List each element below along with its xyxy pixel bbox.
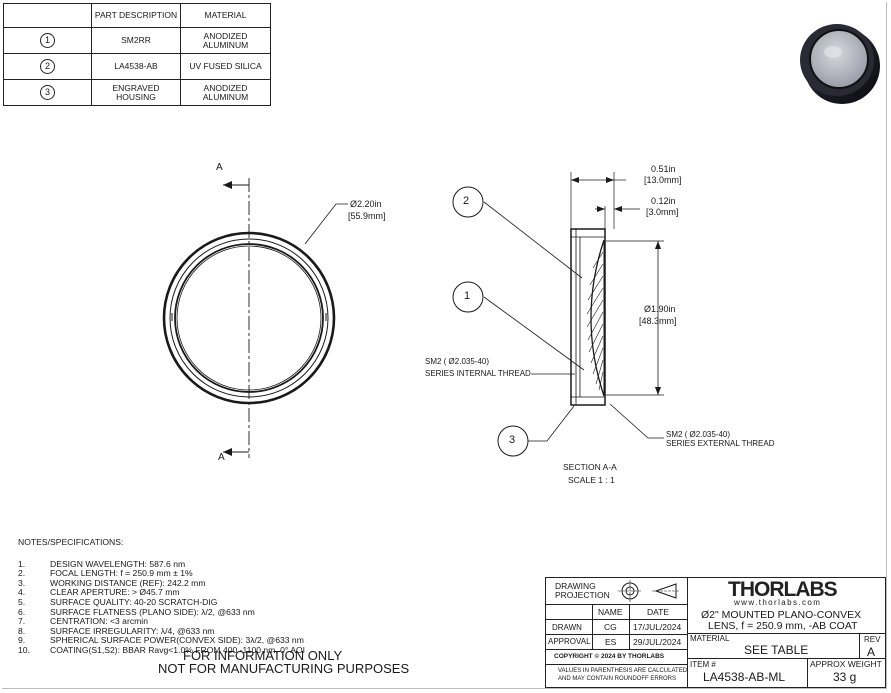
- item-number-badge: 3: [40, 85, 55, 100]
- note-item: 8.SURFACE IRREGULARITY: λ/4, @633 nm: [18, 625, 215, 636]
- thickness-mm: [13.0mm]: [644, 175, 682, 185]
- part-desc-line: ENGRAVED: [112, 82, 160, 93]
- thorlabs-logo: THORLABS: [728, 578, 838, 601]
- callout-circle-1: [452, 281, 484, 313]
- part-desc: LA4538-AB: [91, 53, 181, 80]
- website-text: www.thorlabs.com: [734, 598, 822, 607]
- internal-thread-l1: SM2 ( Ø2.035-40): [425, 357, 490, 366]
- approval-date: 29/JUL/2024: [633, 637, 682, 647]
- dimension-arrows: [571, 177, 661, 395]
- approval-name: ES: [605, 637, 617, 647]
- item-number-badge: 2: [40, 59, 55, 74]
- description-l2: LENS, f = 250.9 mm, -AB COAT: [708, 620, 858, 632]
- clear-dia-mm: [48.3mm]: [639, 316, 677, 326]
- callout-1-label: 1: [464, 290, 471, 302]
- material-line: ALUMINUM: [202, 91, 249, 102]
- drawn-label: DRAWN: [552, 623, 582, 632]
- note-item: 4.CLEAR APERTURE: > Ø45.7 mm: [18, 587, 180, 598]
- rev-value: A: [867, 645, 876, 659]
- section-marker-top: A: [216, 162, 223, 173]
- material-line: ALUMINUM: [202, 39, 249, 50]
- part-desc-line: HOUSING: [116, 91, 156, 102]
- description-l1: Ø2" MOUNTED PLANO-CONVEX: [701, 609, 862, 621]
- section-hatch: [586, 251, 604, 391]
- clear-dia-label: Ø1.90in: [644, 304, 676, 314]
- section-marker-bottom: A: [218, 452, 225, 463]
- internal-thread-l2: SERIES INTERNAL THREAD: [425, 369, 531, 378]
- section-scale: SCALE 1 : 1: [568, 475, 615, 485]
- drawn-date: 17/JUL/2024: [633, 622, 682, 632]
- material-value: SEE TABLE: [744, 643, 809, 657]
- weight-label: APPROX WEIGHT: [810, 659, 882, 669]
- parts-table-header: PART DESCRIPTION MATERIAL: [3, 3, 271, 28]
- tick-marks: [171, 313, 327, 321]
- note-item: 10.COATING(S1,S2): BBAR Ravg<1.0% FROM 4…: [18, 644, 306, 655]
- product-render-image: [800, 24, 880, 104]
- drawing-projection-l2: PROJECTION: [555, 590, 610, 600]
- lens-thk-label: 0.12in: [651, 196, 676, 206]
- drawn-name: CG: [604, 622, 617, 632]
- external-thread-l2: SERIES EXTERNAL THREAD: [666, 439, 775, 448]
- third-angle-projection-icon: [618, 580, 680, 602]
- drawing-projection-l1: DRAWING: [555, 581, 596, 591]
- diameter-symbol: Ø: [350, 199, 358, 209]
- callout-circle-2: [452, 186, 484, 218]
- outer-dia-label: Ø2.20in: [350, 199, 382, 209]
- housing-outline: [570, 228, 606, 406]
- header-material: MATERIAL: [180, 3, 271, 28]
- lens-convex-profile: [590, 239, 605, 397]
- callout-circle-3: [497, 425, 529, 457]
- leader-2: [483, 201, 583, 279]
- outer-dia-mm: [55.9mm]: [348, 211, 386, 221]
- material-label: MATERIAL: [690, 634, 730, 643]
- external-thread-leader: [609, 403, 664, 439]
- notes-title: NOTES/SPECIFICATIONS:: [18, 537, 124, 547]
- parts-row: 2 LA4538-AB UV FUSED SILICA: [3, 53, 271, 80]
- note-item: 7.CENTRATION: <3 arcmin: [18, 616, 148, 627]
- weight-value: 33 g: [833, 670, 857, 684]
- material-line: ANODIZED: [203, 82, 248, 93]
- note-item: 6.SURFACE FLATNESS (PLANO SIDE): λ/2, @6…: [18, 606, 255, 617]
- external-thread-l1: SM2 ( Ø2.035-40): [666, 430, 731, 439]
- date-label: DATE: [647, 607, 670, 617]
- leader-3: [528, 405, 575, 442]
- section-title: SECTION A-A: [563, 462, 617, 472]
- section-arrow-top: [223, 181, 232, 189]
- callout-2-label: 2: [463, 195, 470, 207]
- note-item: 5.SURFACE QUALITY: 40-20 SCRATCH-DIG: [18, 596, 218, 607]
- leader-1: [483, 296, 585, 371]
- note-item: 3.WORKING DISTANCE (REF): 242.2 mm: [18, 577, 206, 588]
- copyright-text: COPYRIGHT © 2024 BY THORLABS: [554, 653, 665, 660]
- lens-thk-mm: [3.0mm]: [646, 207, 679, 217]
- item-label: ITEM #: [690, 660, 716, 669]
- material-line: UV FUSED SILICA: [180, 53, 271, 80]
- approval-label: APPROVAL: [548, 637, 591, 646]
- material-line: ANODIZED: [203, 30, 248, 41]
- item-value: LA4538-AB-ML: [703, 670, 786, 684]
- values-note-l1: VALUES IN PARENTHESIS ARE CALCULATED: [558, 668, 688, 674]
- note-item: 9.SPHERICAL SURFACE POWER(CONVEX SIDE): …: [18, 635, 304, 646]
- item-number-badge: 1: [40, 33, 55, 48]
- notes-block: NOTES/SPECIFICATIONS: 1.DESIGN WAVELENGT…: [18, 537, 306, 656]
- callout-3-label: 3: [509, 434, 516, 446]
- section-arrow-bottom: [223, 448, 232, 456]
- values-note-l2: AND MAY CONTAIN ROUNDOFF ERRORS: [558, 676, 677, 682]
- info-only-line2: NOT FOR MANUFACTURING PURPOSES: [158, 661, 410, 676]
- header-num: [3, 3, 92, 28]
- outer-dia-leader: [304, 203, 348, 245]
- note-item: 2.FOCAL LENGTH: f = 250.9 mm ± 1%: [18, 568, 193, 579]
- name-label: NAME: [598, 607, 623, 617]
- info-only-line1: FOR INFORMATION ONLY: [183, 648, 343, 663]
- thickness-label: 0.51in: [651, 164, 676, 174]
- parts-table: PART DESCRIPTION MATERIAL 1 SM2RR ANODIZ…: [3, 3, 271, 106]
- rev-label: REV: [864, 635, 881, 644]
- note-item: 1.DESIGN WAVELENGTH: 587.6 nm: [18, 558, 186, 569]
